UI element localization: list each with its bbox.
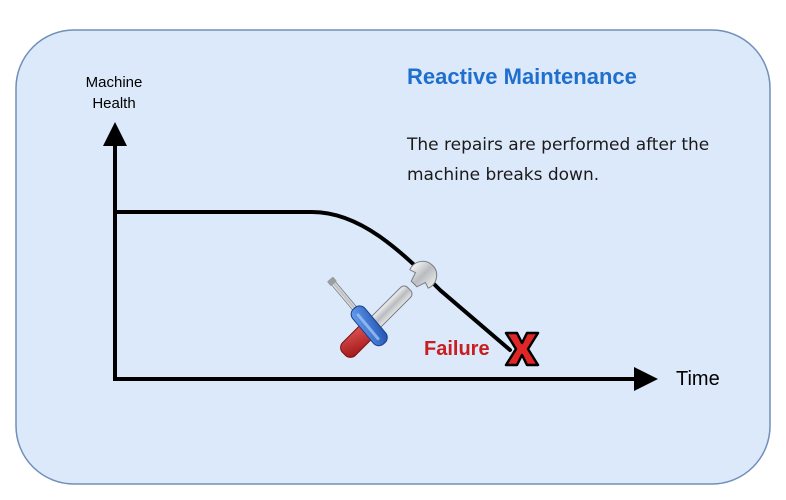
diagram-description: The repairs are performed after the mach… (407, 130, 752, 190)
x-axis-arrowhead (634, 367, 658, 391)
failure-x-icon (504, 331, 540, 367)
y-axis-label: Machine Health (62, 72, 166, 114)
diagram-title: Reactive Maintenance (407, 64, 637, 89)
description-line2: machine breaks down. (407, 165, 600, 185)
description-line1: The repairs are performed after the (407, 135, 710, 155)
failure-label: Failure (424, 338, 490, 360)
tools-icon (327, 260, 438, 358)
x-axis-label: Time (676, 368, 720, 390)
y-axis-arrowhead (103, 122, 127, 146)
y-axis-label-line2: Health (92, 95, 136, 112)
panel-background (15, 29, 771, 485)
y-axis-label-line1: Machine (85, 74, 143, 91)
